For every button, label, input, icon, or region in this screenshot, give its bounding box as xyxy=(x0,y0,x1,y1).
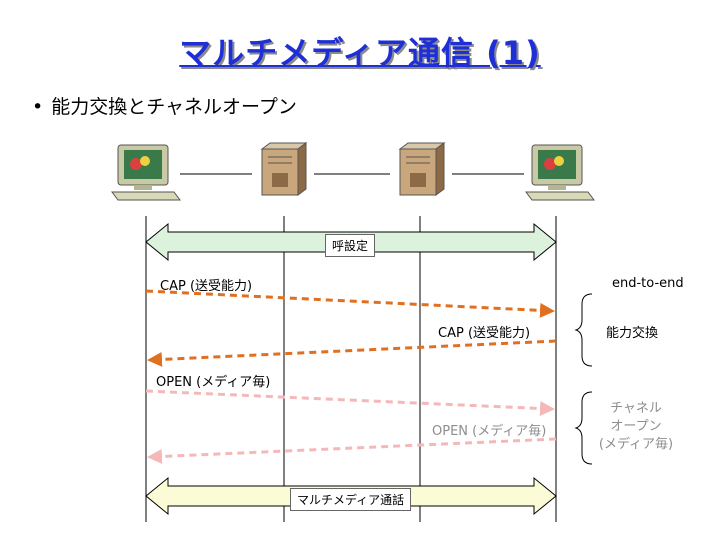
open-right-label: OPEN (メディア毎) xyxy=(432,424,547,439)
cap-exchange-label: 能力交換 xyxy=(606,326,659,341)
channel-open-line3: (メディア毎) xyxy=(598,437,674,452)
channel-open-line1: チャネル xyxy=(610,401,662,416)
channel-open-label: チャネル オープン (メディア毎) xyxy=(598,400,674,454)
call-setup-label: 呼設定 xyxy=(325,234,376,257)
cap-arrow-backward xyxy=(147,339,557,367)
cap-arrow-forward xyxy=(145,289,555,318)
cap-brace xyxy=(574,293,593,367)
computer-icon xyxy=(525,144,595,201)
bullet-text: 能力交換とチャネルオープン xyxy=(51,96,297,118)
cap-right-label: CAP (送受能力) xyxy=(438,326,531,341)
server-icon xyxy=(398,142,446,196)
server-icon xyxy=(260,142,308,196)
channel-open-line2: オープン xyxy=(610,419,662,434)
bullet-dot: • xyxy=(32,96,44,118)
open-arrow-forward xyxy=(145,389,555,416)
open-arrow-backward xyxy=(147,437,557,464)
computer-icon xyxy=(111,144,181,201)
cap-left-label: CAP (送受能力) xyxy=(160,279,253,294)
open-left-label: OPEN (メディア毎) xyxy=(156,375,271,390)
bullet-item: • 能力交換とチャネルオープン xyxy=(32,92,297,119)
end-to-end-label: end-to-end xyxy=(612,276,684,291)
open-brace xyxy=(574,391,593,465)
page-title: マルチメディア通信 (1) xyxy=(179,34,541,72)
mm-call-label: マルチメディア通話 xyxy=(290,488,412,511)
